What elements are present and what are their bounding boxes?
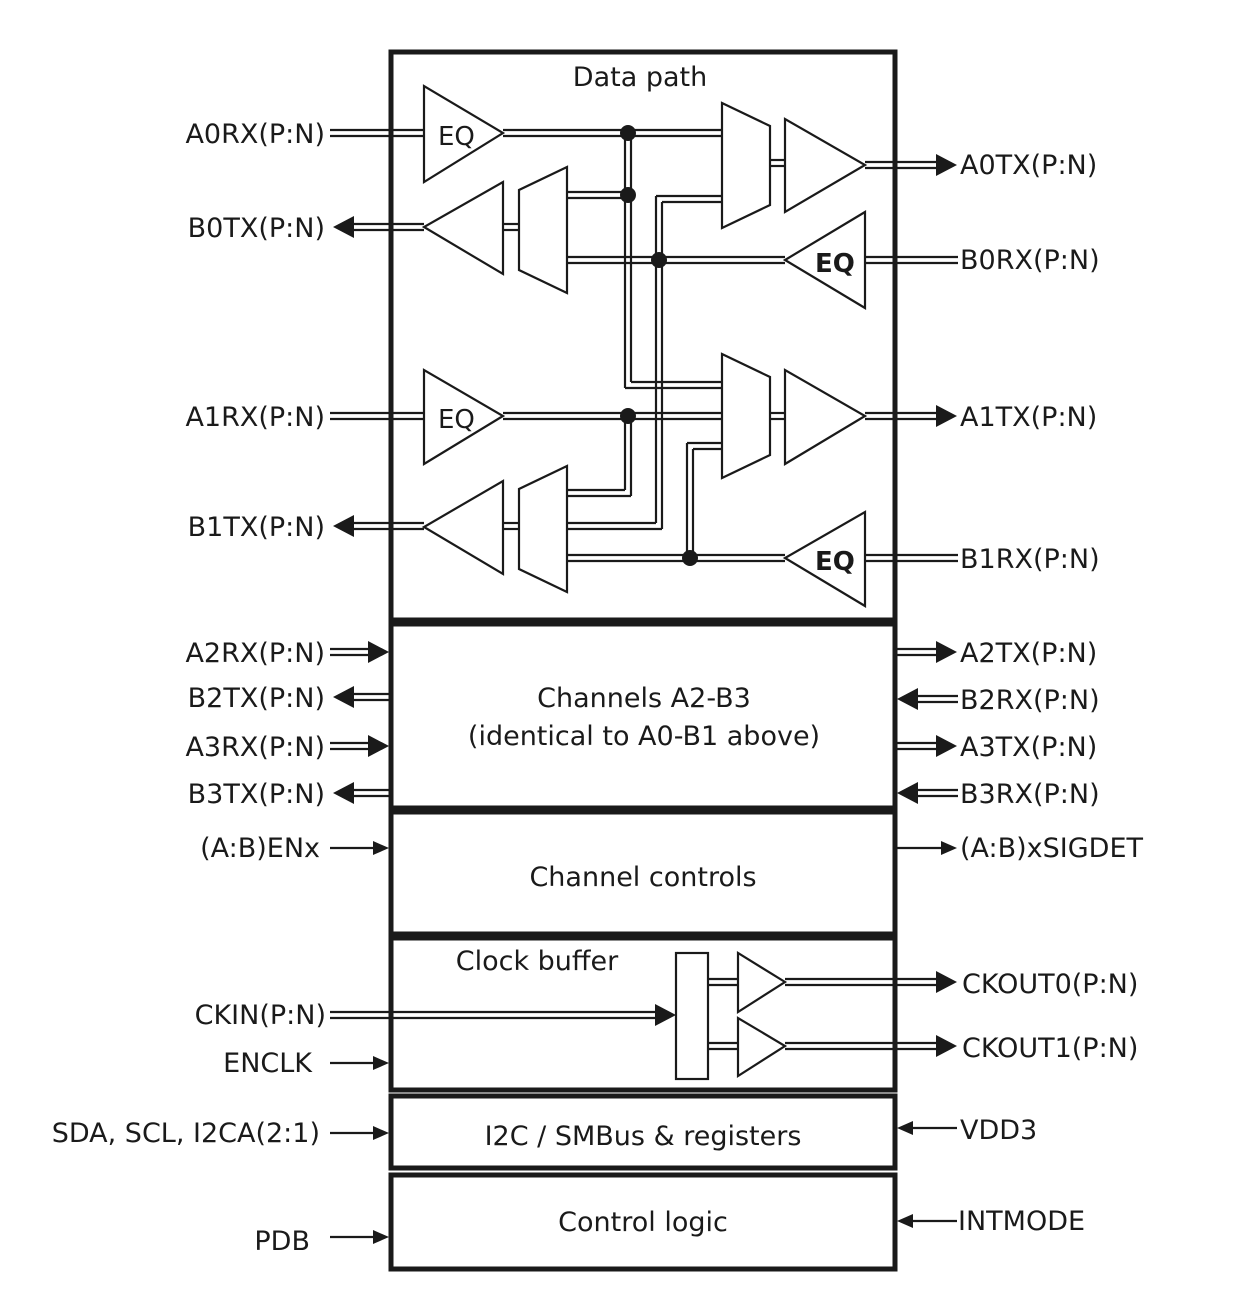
b2rx-arrowhead: [897, 688, 918, 710]
eq-label: EQ: [815, 547, 855, 577]
data-path-title: Data path: [573, 62, 707, 93]
pin-b1rx: B1RX(P:N): [960, 544, 1100, 575]
junction-dot: [620, 125, 636, 141]
control-logic-title: Control logic: [558, 1207, 728, 1238]
data-path-wiring: [503, 128, 785, 563]
junction-dot: [682, 550, 698, 566]
mux-a1: [720, 352, 772, 480]
enclk-arrowhead: [373, 1056, 389, 1070]
left-pins: A0RX(P:N) B0TX(P:N) A1RX(P:N) B1TX(P:N) …: [52, 119, 424, 1257]
eq-label: EQ: [815, 249, 855, 279]
pin-sda-scl-i2ca: SDA, SCL, I2CA(2:1): [52, 1118, 320, 1149]
ckin-arrowhead: [655, 1004, 676, 1026]
channels-title-line2: (identical to A0-B1 above): [468, 721, 820, 752]
driver-b0: [421, 180, 505, 276]
data-path-block: [388, 49, 898, 623]
control-logic-block: [388, 1172, 898, 1272]
pin-b2tx: B2TX(P:N): [188, 683, 325, 714]
a2rx-arrowhead: [368, 641, 389, 663]
eq-label: EQ: [438, 405, 475, 435]
i2c-block: [388, 1093, 898, 1171]
junction-dot: [620, 408, 636, 424]
pdb-arrowhead: [373, 1230, 389, 1244]
pin-enx: (A:B)ENx: [200, 833, 320, 864]
a2tx-arrowhead: [936, 641, 957, 663]
clock-driver-1: [736, 1016, 788, 1079]
eq-a1: EQ: [422, 368, 506, 466]
pin-b1tx: B1TX(P:N): [188, 512, 325, 543]
sigdet-arrowhead: [941, 841, 957, 855]
pin-a0tx: A0TX(P:N): [960, 150, 1097, 181]
i2c-title: I2C / SMBus & registers: [485, 1121, 802, 1152]
clock-driver-0: [736, 951, 788, 1015]
clock-splitter: [674, 951, 710, 1081]
pin-a2rx: A2RX(P:N): [185, 638, 325, 669]
driver-b1: [421, 479, 505, 576]
block-frames: [388, 49, 898, 1272]
eq-label: EQ: [438, 122, 475, 152]
sda-arrowhead: [373, 1126, 389, 1140]
clock-buffer-block: [388, 935, 898, 1093]
pin-a1rx: A1RX(P:N): [185, 402, 325, 433]
pin-vdd3: VDD3: [960, 1115, 1037, 1146]
junction-dots: [620, 125, 698, 566]
junction-dot: [651, 252, 667, 268]
pin-ckout0: CKOUT0(P:N): [962, 969, 1138, 1000]
clock-buffer-title: Clock buffer: [456, 946, 619, 977]
junction-dot: [620, 187, 636, 203]
pin-ckin: CKIN(P:N): [195, 1000, 326, 1031]
pin-a3rx: A3RX(P:N): [185, 732, 325, 763]
pin-enclk: ENCLK: [223, 1048, 313, 1079]
b3tx-arrowhead: [333, 782, 354, 804]
eq-b0: EQ: [782, 210, 867, 310]
pin-intmode: INTMODE: [958, 1206, 1085, 1237]
b2tx-arrowhead: [333, 686, 354, 708]
a3tx-arrowhead: [936, 735, 957, 757]
pin-b3rx: B3RX(P:N): [960, 779, 1100, 810]
b3rx-arrowhead: [897, 782, 918, 804]
pin-a0rx: A0RX(P:N): [185, 119, 325, 150]
driver-a1: [783, 368, 868, 466]
pin-b3tx: B3TX(P:N): [188, 779, 325, 810]
a0tx-arrowhead: [936, 154, 957, 176]
channels-a2-b3-block: [388, 621, 898, 811]
clock-buffer-internals: [330, 951, 788, 1081]
eq-b1: EQ: [782, 510, 867, 608]
pin-ckout1: CKOUT1(P:N): [962, 1033, 1138, 1064]
eq-a0: EQ: [422, 84, 506, 184]
pin-a1tx: A1TX(P:N): [960, 402, 1097, 433]
a3rx-arrowhead: [368, 735, 389, 757]
channel-controls-block: [388, 809, 898, 937]
mux-b1: [517, 464, 569, 594]
ckout0-arrowhead: [936, 971, 957, 993]
b0tx-arrowhead: [333, 216, 354, 238]
ckout1-arrowhead: [936, 1035, 957, 1057]
b1tx-arrowhead: [333, 515, 354, 537]
pin-a2tx: A2TX(P:N): [960, 638, 1097, 669]
channels-title-line1: Channels A2-B3: [537, 683, 751, 714]
intmode-arrowhead: [897, 1214, 913, 1228]
pin-a3tx: A3TX(P:N): [960, 732, 1097, 763]
pin-b0tx: B0TX(P:N): [188, 213, 325, 244]
mux-a0: [720, 101, 772, 230]
pin-b0rx: B0RX(P:N): [960, 245, 1100, 276]
enx-arrowhead: [373, 841, 389, 855]
right-pins: A0TX(P:N) B0RX(P:N) A1TX(P:N) B1RX(P:N) …: [785, 150, 1144, 1237]
vdd3-arrowhead: [897, 1121, 913, 1135]
pin-pdb: PDB: [254, 1226, 310, 1257]
mux-b0: [517, 165, 569, 295]
pin-b2rx: B2RX(P:N): [960, 685, 1100, 716]
a1tx-arrowhead: [936, 405, 957, 427]
channel-controls-title: Channel controls: [529, 862, 756, 893]
pin-sigdet: (A:B)xSIGDET: [960, 833, 1144, 864]
driver-a0: [783, 117, 868, 214]
